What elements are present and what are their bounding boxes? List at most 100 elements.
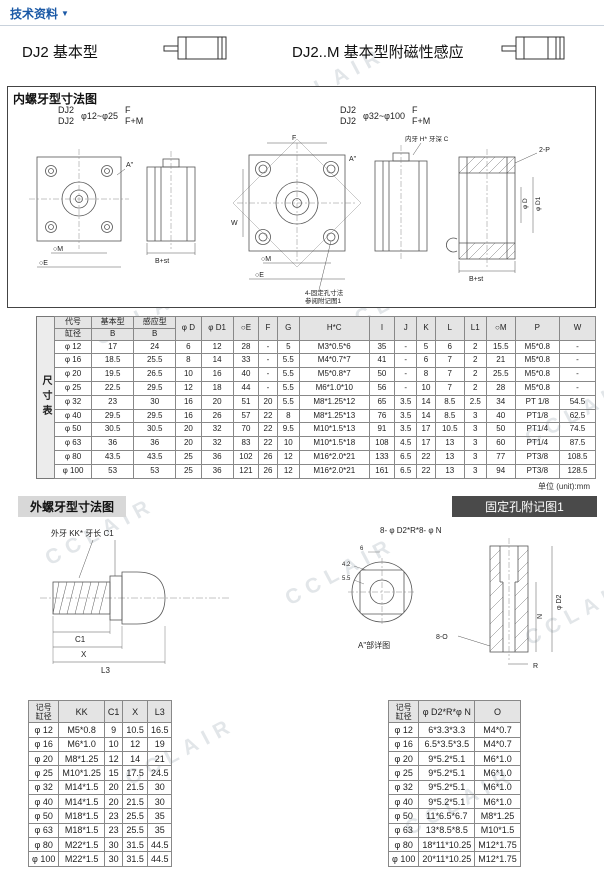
label-thread-note: 内牙 H* 牙深 C <box>405 134 449 143</box>
row-header-cell: φ 12 <box>53 339 93 355</box>
table-cell: 5.5 <box>276 367 300 382</box>
fixing-hole-table-header: 记号 缸径 φ D2*R*φ N O <box>387 699 521 724</box>
label-e-small: ○E <box>39 260 48 267</box>
table-cell: - <box>558 380 597 396</box>
table-cell: 53 <box>91 463 135 479</box>
table-cell: 17 <box>416 422 436 438</box>
table-cell: 13*8.5*8.5 <box>418 822 476 839</box>
table-cell: 9*5.2*5.1 <box>418 794 476 810</box>
table-cell: 161 <box>368 463 396 479</box>
table-cell: 23 <box>91 394 135 410</box>
row-header-cell: φ 20 <box>53 367 93 382</box>
col-header-b: B <box>91 327 135 341</box>
label-r: R <box>533 663 538 670</box>
table-cell: 43.5 <box>133 449 177 465</box>
table-cell: M16*2.0*21 <box>298 449 370 465</box>
table-cell: 25.5 <box>122 822 148 839</box>
row-header-cell: φ 20 <box>27 751 60 767</box>
side-view-small <box>146 151 196 255</box>
table-cell: 33 <box>232 353 260 369</box>
table-cell: 14 <box>122 751 148 767</box>
col-header-code-bore: 记号 缸径 <box>27 699 60 724</box>
top-nav[interactable]: 技术资料 ▼ <box>10 5 69 22</box>
rod-end-shape <box>40 539 230 664</box>
hatching <box>489 549 529 652</box>
table-cell: 108 <box>368 436 396 451</box>
table-cell: PT3/8 <box>514 449 560 465</box>
table-cell: 21.5 <box>122 779 148 796</box>
table-cell: 3 <box>463 449 487 465</box>
table-cell: 30.5 <box>133 422 177 438</box>
table-cell: 65 <box>368 394 396 410</box>
table-cell: 25.5 <box>485 367 516 382</box>
label-d2: φ D2 <box>556 594 563 610</box>
table-cell: 17 <box>416 436 436 451</box>
col-header: L3 <box>146 699 173 724</box>
col-header-sensor: 感应型 <box>133 316 177 329</box>
detail-dim: 5.5 <box>342 576 351 582</box>
table-cell: M18*1.5 <box>58 808 105 824</box>
table-cell: 28 <box>232 339 260 355</box>
table-cell: 8.5 <box>434 408 465 424</box>
table-cell: 57 <box>232 408 260 424</box>
table-cell: M14*1.5 <box>58 779 105 796</box>
top-nav-label[interactable]: 技术资料 <box>10 7 59 21</box>
table-cell: M5*0.8 <box>514 367 560 382</box>
table-cell: 12 <box>175 380 202 396</box>
unit-note: 单位 (unit):mm <box>538 482 590 491</box>
table-cell: 16 <box>175 408 202 424</box>
table-cell: 14 <box>416 408 436 424</box>
table-cell: 133 <box>368 449 396 465</box>
fixing-hole-section-title: 固定孔附记图1 <box>452 496 597 517</box>
table-cell: 9*5.2*5.1 <box>418 751 476 767</box>
table-cell: 6 <box>434 339 465 355</box>
dimension-table: 代号 基本型 感应型 φ D φ D1 ○E F G H*C I J K L L… <box>53 316 597 479</box>
table-cell: M6*1.0*10 <box>298 380 370 396</box>
table-cell: 3 <box>463 422 487 438</box>
label-rod-diameter: φ D <box>522 198 529 209</box>
cylinder-basic-thumbnail <box>163 36 227 60</box>
table-cell: 3 <box>463 463 487 479</box>
table-cell: M18*1.5 <box>58 822 105 839</box>
table-cell: 6 <box>416 353 436 369</box>
table-cell: 87.5 <box>558 436 597 451</box>
row-header-cell: φ 63 <box>27 822 60 839</box>
table-cell: 12 <box>200 339 234 355</box>
table-cell: M5*0.8 <box>514 353 560 369</box>
table-cell: 40 <box>232 367 260 382</box>
table-cell: PT1/4 <box>514 436 560 451</box>
col-header: I <box>368 316 396 341</box>
table-cell: 32 <box>200 422 234 438</box>
table-cell: 6.5 <box>394 449 418 465</box>
table-cell: 5.5 <box>276 394 300 410</box>
table-cell: 22 <box>416 449 436 465</box>
dropdown-arrow-icon[interactable]: ▼ <box>61 9 69 18</box>
table-cell: 4.5 <box>394 436 418 451</box>
table-cell: M4*0.7*7 <box>298 353 370 369</box>
table-cell: 26 <box>258 449 278 465</box>
table-cell: - <box>558 353 597 369</box>
row-header-cell: φ 12 <box>27 722 60 738</box>
table-cell: 32 <box>200 436 234 451</box>
table-cell: 54.5 <box>558 394 597 410</box>
table-cell: 5 <box>276 339 300 355</box>
table-cell: 20 <box>103 779 124 796</box>
table-cell: 83 <box>232 436 260 451</box>
option-code: F+M <box>124 116 144 127</box>
product-title-basic: DJ2 基本型 <box>22 44 98 61</box>
col-header: O <box>474 699 521 724</box>
table-cell: 60 <box>485 436 516 451</box>
table-cell: 19 <box>146 736 173 753</box>
model-code: DJ2 <box>340 116 357 127</box>
table-cell: 10 <box>175 367 202 382</box>
dimension-table-header: 代号 基本型 感应型 φ D φ D1 ○E F G H*C I J K L L… <box>53 316 597 341</box>
